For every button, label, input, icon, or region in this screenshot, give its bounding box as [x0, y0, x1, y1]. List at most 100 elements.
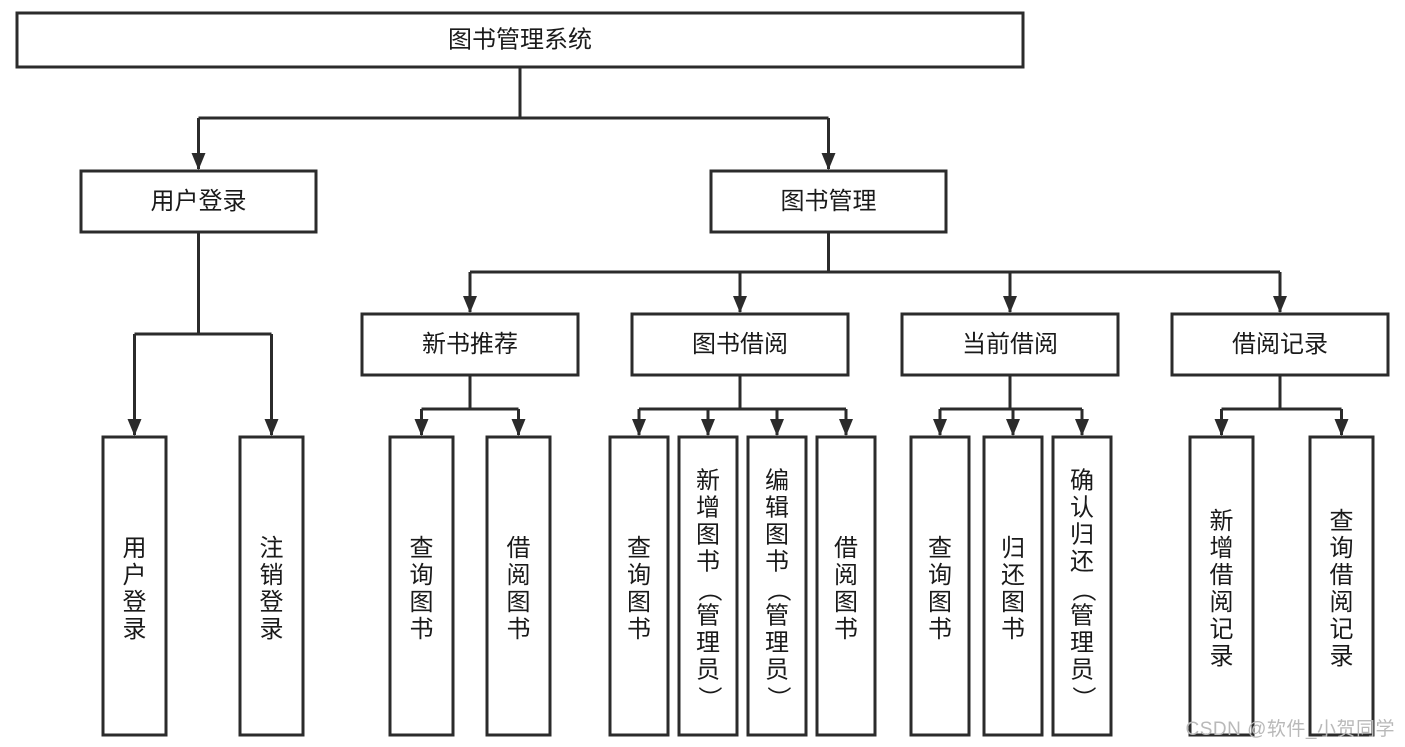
arrow-head-icon: [127, 419, 142, 436]
node-borrow-record[interactable]: 借阅记录: [1170, 312, 1390, 377]
node-label: 图书借阅: [692, 331, 788, 358]
svg-text:阅: 阅: [507, 562, 531, 589]
arrow-head-icon: [1003, 296, 1017, 313]
node-box: [900, 312, 1120, 377]
svg-text:阅: 阅: [1210, 589, 1234, 616]
diagram-nodes: 图书管理系统用户登录图书管理新书推荐图书借阅当前借阅借阅记录用户登录注销登录查询…: [15, 11, 1390, 737]
node-box: [388, 435, 455, 737]
node-box: [360, 312, 580, 377]
svg-text:）: ）: [1070, 686, 1097, 710]
svg-text:借: 借: [1210, 562, 1234, 589]
svg-text:（: （: [765, 578, 792, 602]
svg-text:注: 注: [260, 535, 284, 562]
svg-text:查: 查: [410, 535, 434, 562]
node-box: [630, 312, 850, 377]
svg-text:图: 图: [410, 589, 434, 616]
node-box: [15, 11, 1025, 69]
svg-text:理: 理: [696, 629, 720, 656]
svg-text:新: 新: [696, 467, 720, 494]
svg-text:管: 管: [765, 602, 789, 629]
svg-text:图: 图: [507, 589, 531, 616]
svg-text:员: 员: [765, 656, 789, 683]
arrow-head-icon: [701, 419, 715, 436]
svg-text:归: 归: [1001, 535, 1025, 562]
node-leaf-user-login[interactable]: 用户登录: [101, 435, 168, 737]
svg-text:查: 查: [627, 535, 651, 562]
node-book-manage[interactable]: 图书管理: [709, 169, 948, 234]
node-label: 图书管理系统: [448, 26, 592, 53]
svg-text:增: 增: [696, 494, 720, 521]
svg-text:记: 记: [1330, 616, 1354, 643]
arrow-head-icon: [1273, 296, 1287, 313]
node-box: [815, 435, 877, 737]
svg-text:阅: 阅: [1330, 589, 1354, 616]
svg-text:还: 还: [1070, 548, 1094, 575]
arrow-head-icon: [191, 153, 206, 170]
node-book-borrow[interactable]: 图书借阅: [630, 312, 850, 377]
svg-text:查: 查: [1330, 508, 1354, 535]
node-box: [101, 435, 168, 737]
svg-text:询: 询: [1330, 535, 1354, 562]
svg-text:图: 图: [928, 589, 952, 616]
node-box: [1170, 312, 1390, 377]
node-box: [1308, 435, 1375, 737]
arrow-head-icon: [821, 153, 836, 170]
svg-text:书: 书: [1001, 616, 1025, 643]
svg-text:借: 借: [1330, 562, 1354, 589]
svg-text:录: 录: [1330, 643, 1354, 670]
node-label: 当前借阅: [962, 331, 1058, 358]
svg-text:确: 确: [1070, 467, 1094, 494]
svg-text:记: 记: [1210, 616, 1234, 643]
svg-text:询: 询: [928, 562, 952, 589]
connector-links: [127, 67, 1349, 436]
node-label: 用户登录: [123, 535, 147, 643]
svg-text:图: 图: [765, 521, 789, 548]
arrow-head-icon: [839, 419, 853, 436]
svg-text:图: 图: [1001, 589, 1025, 616]
node-current-borrow[interactable]: 当前借阅: [900, 312, 1120, 377]
svg-text:借: 借: [507, 535, 531, 562]
arrow-head-icon: [1006, 419, 1020, 436]
svg-text:）: ）: [765, 686, 792, 710]
node-box: [238, 435, 305, 737]
node-root[interactable]: 图书管理系统: [15, 11, 1025, 69]
svg-text:）: ）: [696, 686, 723, 710]
node-box: [608, 435, 670, 737]
svg-text:新: 新: [1210, 508, 1234, 535]
node-box: [746, 435, 808, 737]
svg-text:理: 理: [765, 629, 789, 656]
arrow-head-icon: [1214, 419, 1229, 436]
svg-text:书: 书: [696, 548, 720, 575]
svg-text:辑: 辑: [765, 494, 789, 521]
svg-text:用: 用: [123, 535, 147, 562]
svg-text:员: 员: [1070, 656, 1094, 683]
svg-text:归: 归: [1070, 521, 1094, 548]
node-new-book-rec[interactable]: 新书推荐: [360, 312, 580, 377]
node-user-login[interactable]: 用户登录: [79, 169, 318, 234]
svg-text:图: 图: [834, 589, 858, 616]
svg-text:理: 理: [1070, 629, 1094, 656]
arrow-head-icon: [770, 419, 784, 436]
svg-text:编: 编: [765, 467, 789, 494]
svg-text:还: 还: [1001, 562, 1025, 589]
svg-text:录: 录: [1210, 643, 1234, 670]
